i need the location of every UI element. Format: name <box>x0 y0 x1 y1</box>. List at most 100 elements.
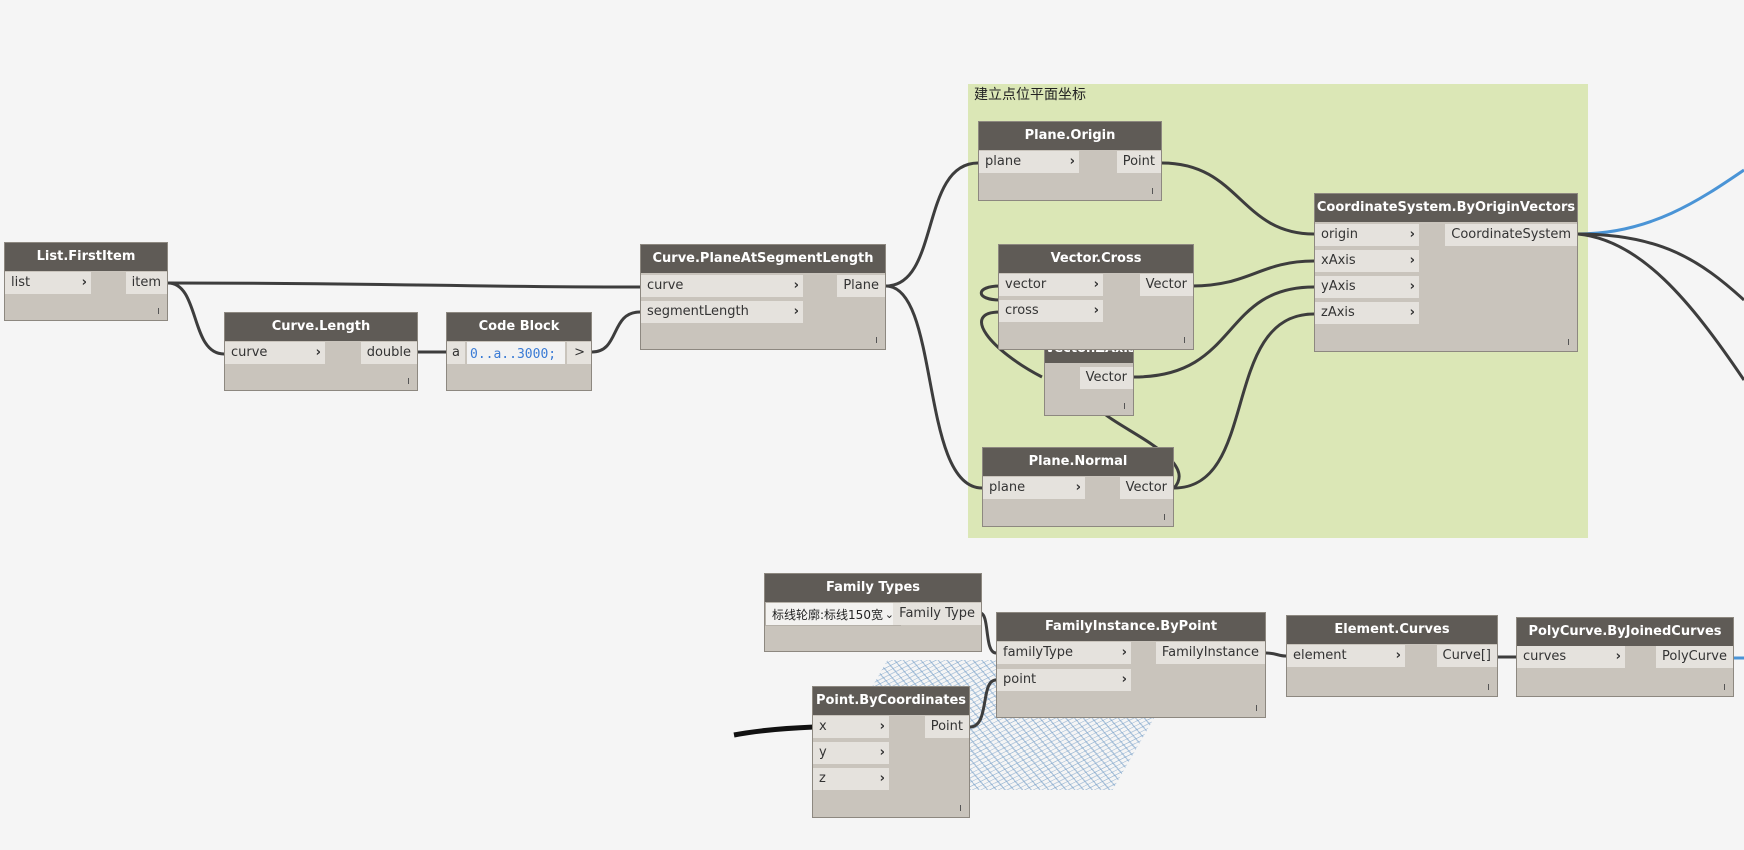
node-plane-origin[interactable]: Plane.Origin plane › Point <box>978 121 1162 201</box>
input-port-xaxis[interactable]: xAxis › <box>1315 250 1419 272</box>
chevron-right-icon: › <box>1615 649 1621 664</box>
port-label: yAxis <box>1321 279 1356 294</box>
chevron-right-icon: › <box>315 345 321 360</box>
chevron-right-icon: › <box>1395 648 1401 663</box>
lacing-indicator-icon <box>1488 684 1489 690</box>
input-port-curves[interactable]: curves › <box>1517 646 1625 668</box>
chevron-right-icon: › <box>1121 645 1127 660</box>
lacing-indicator-icon <box>1724 684 1725 690</box>
input-port-point[interactable]: point › <box>997 669 1131 691</box>
input-port-a[interactable]: a <box>447 342 465 364</box>
chevron-right-icon: › <box>1069 154 1075 169</box>
input-port-origin[interactable]: origin › <box>1315 224 1419 246</box>
input-port-cross[interactable]: cross › <box>999 300 1103 322</box>
node-plane-normal[interactable]: Plane.Normal plane › Vector <box>982 447 1174 527</box>
code-editor[interactable]: 0..a..3000; <box>467 342 565 364</box>
chevron-right-icon: › <box>1409 253 1415 268</box>
port-label: curve <box>647 278 684 293</box>
wire-family-to-instance <box>979 611 997 655</box>
input-port-list[interactable]: list › <box>5 272 91 294</box>
lacing-indicator-icon <box>1256 705 1257 711</box>
chevron-right-icon: › <box>1093 277 1099 292</box>
node-code-block[interactable]: Code Block a 0..a..3000; > <box>446 312 592 391</box>
input-port-family-type[interactable]: familyType › <box>997 642 1131 664</box>
input-port-plane[interactable]: plane › <box>983 477 1085 499</box>
output-port-polycurve[interactable]: PolyCurve <box>1656 646 1733 668</box>
output-port-coordinate-system[interactable]: CoordinateSystem <box>1445 224 1577 246</box>
node-vector-cross[interactable]: Vector.Cross vector › cross › Vector <box>998 244 1194 350</box>
port-label: plane <box>989 480 1026 495</box>
port-label: segmentLength <box>647 304 749 319</box>
input-port-y[interactable]: y › <box>813 742 889 764</box>
port-label: zAxis <box>1321 305 1355 320</box>
node-list-first-item[interactable]: List.FirstItem list › item <box>4 242 168 321</box>
port-label: plane <box>985 154 1022 169</box>
port-label: curve <box>231 345 268 360</box>
node-point-by-coordinates[interactable]: Point.ByCoordinates x › y › z › Point <box>812 686 970 818</box>
output-port-family-instance[interactable]: FamilyInstance <box>1155 642 1265 664</box>
output-port-plane[interactable]: Plane <box>837 275 885 297</box>
chevron-right-icon: › <box>879 719 885 734</box>
output-port-vector[interactable]: Vector <box>1079 367 1133 389</box>
family-type-dropdown[interactable]: 标线轮廓:标线150宽 ⌄ <box>765 602 901 626</box>
output-port-family-type[interactable]: Family Type <box>893 603 981 625</box>
chevron-right-icon: › <box>1075 480 1081 495</box>
input-port-element[interactable]: element › <box>1287 645 1405 667</box>
input-port-plane[interactable]: plane › <box>979 151 1079 173</box>
code-text: 0..a..3000; <box>470 347 557 362</box>
output-port-curve-array[interactable]: Curve[] <box>1436 645 1497 667</box>
input-port-segment-length[interactable]: segmentLength › <box>641 301 803 323</box>
node-coordinate-system-by-origin-vectors[interactable]: CoordinateSystem.ByOriginVectors origin … <box>1314 193 1578 352</box>
port-label: y <box>819 745 827 760</box>
node-family-instance-by-point[interactable]: FamilyInstance.ByPoint familyType › poin… <box>996 612 1266 718</box>
input-port-vector[interactable]: vector › <box>999 274 1103 296</box>
lacing-indicator-icon <box>1152 188 1153 194</box>
node-polycurve-by-joined-curves[interactable]: PolyCurve.ByJoinedCurves curves › PolyCu… <box>1516 617 1734 697</box>
output-port-code[interactable]: > <box>567 342 591 364</box>
node-title: Code Block <box>447 313 591 341</box>
wire-coord-out-1 <box>1577 232 1744 302</box>
node-title: Plane.Origin <box>979 122 1161 150</box>
node-title: PolyCurve.ByJoinedCurves <box>1517 618 1733 646</box>
chevron-right-icon: › <box>793 278 799 293</box>
input-port-zaxis[interactable]: zAxis › <box>1315 302 1419 324</box>
output-port-vector[interactable]: Vector <box>1139 274 1193 296</box>
input-port-x[interactable]: x › <box>813 716 889 738</box>
lacing-indicator-icon <box>1124 403 1125 409</box>
node-title: Plane.Normal <box>983 448 1173 476</box>
input-port-yaxis[interactable]: yAxis › <box>1315 276 1419 298</box>
node-title: List.FirstItem <box>5 243 167 271</box>
lacing-indicator-icon <box>1568 339 1569 345</box>
chevron-right-icon: › <box>1409 279 1415 294</box>
input-port-z[interactable]: z › <box>813 768 889 790</box>
node-curve-length[interactable]: Curve.Length curve › double <box>224 312 418 391</box>
node-title: Curve.PlaneAtSegmentLength <box>641 245 885 273</box>
output-port-vector[interactable]: Vector <box>1119 477 1173 499</box>
node-family-types[interactable]: Family Types 标线轮廓:标线150宽 ⌄ Family Type <box>764 573 982 652</box>
wire-firstitem-to-length <box>167 281 225 356</box>
port-label: xAxis <box>1321 253 1356 268</box>
node-element-curves[interactable]: Element.Curves element › Curve[] <box>1286 615 1498 697</box>
port-label: x <box>819 719 827 734</box>
chevron-right-icon: › <box>879 745 885 760</box>
wire-firstitem-to-plane-curve <box>167 281 641 289</box>
lacing-indicator-icon <box>960 805 961 811</box>
port-label: point <box>1003 672 1037 687</box>
lacing-indicator-icon <box>408 378 409 384</box>
group-title: 建立点位平面坐标 <box>974 87 1086 103</box>
node-title: Element.Curves <box>1287 616 1497 644</box>
output-port-item[interactable]: item <box>125 272 167 294</box>
wire-coord-out-selected <box>1577 168 1744 236</box>
node-curve-plane-at-segment-length[interactable]: Curve.PlaneAtSegmentLength curve › segme… <box>640 244 886 350</box>
node-title: Family Types <box>765 574 981 602</box>
port-label: cross <box>1005 303 1039 318</box>
output-port-double[interactable]: double <box>360 342 417 364</box>
port-label: z <box>819 771 826 786</box>
wire-plane-to-origin <box>885 161 979 288</box>
input-port-curve[interactable]: curve › <box>641 275 803 297</box>
output-port-point[interactable]: Point <box>924 716 969 738</box>
output-port-point[interactable]: Point <box>1116 151 1161 173</box>
input-port-curve[interactable]: curve › <box>225 342 325 364</box>
wire-coord-out-2 <box>1577 232 1744 381</box>
node-title: Vector.Cross <box>999 245 1193 273</box>
